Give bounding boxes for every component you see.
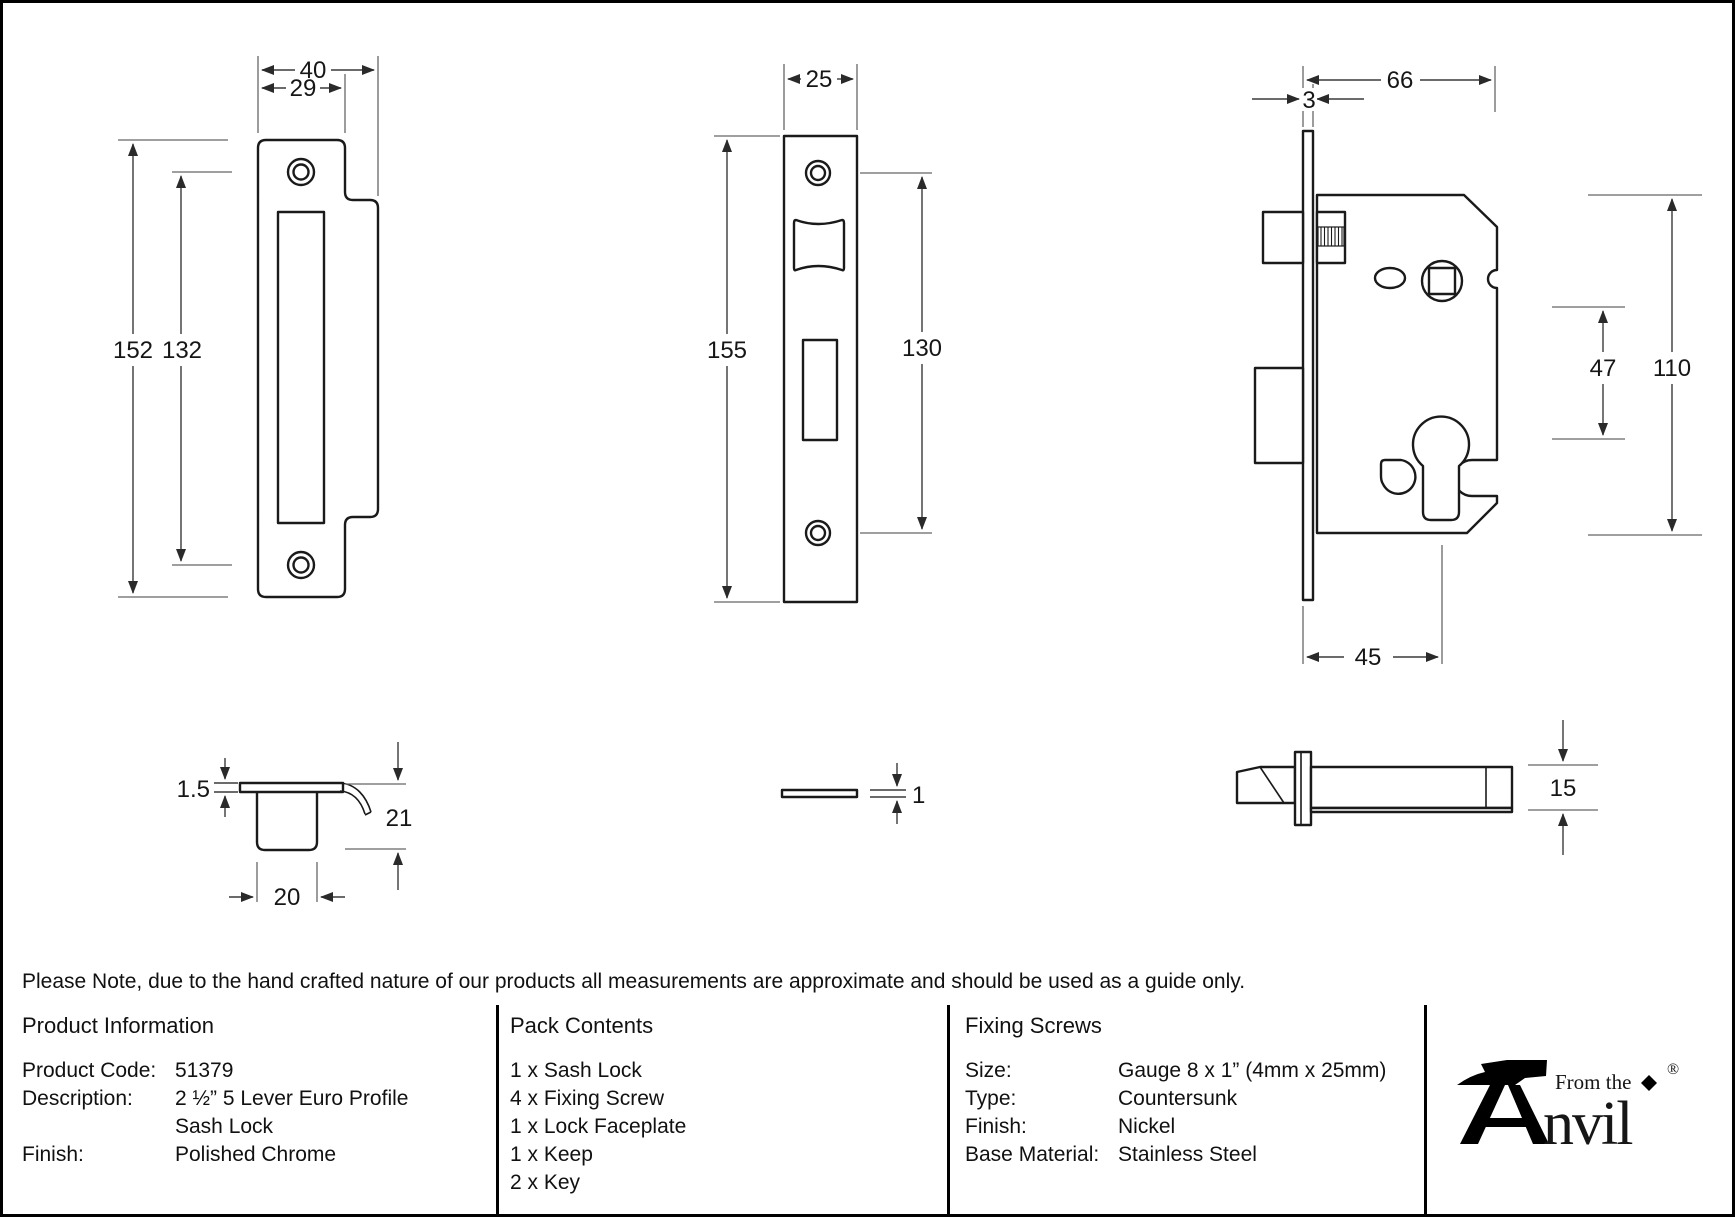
dim-keep-plate-thickness: 1.5 <box>177 776 210 803</box>
finish-label: Finish: <box>22 1143 84 1166</box>
description-label-blank <box>22 1115 156 1143</box>
case-lid-edge <box>1309 806 1514 814</box>
screw-finish-label: Finish: <box>965 1115 1027 1138</box>
dim-keep-height-centres: 132 <box>162 337 202 364</box>
type-label: Type: <box>965 1087 1017 1110</box>
anvil-icon <box>1457 1060 1547 1085</box>
faceplate-screw-hole-top <box>804 159 832 187</box>
dim-case-depth: 66 <box>1387 67 1414 94</box>
dim-keep-width-plate: 29 <box>290 75 317 102</box>
fixing-hole-oval <box>1373 266 1407 290</box>
dim-faceplate-hole-centres: 130 <box>902 335 942 362</box>
table-divider-2 <box>947 1005 950 1214</box>
keep-screw-hole-bottom <box>286 550 316 580</box>
logo-diamond-icon <box>1641 1075 1657 1091</box>
logo-a-crossbar <box>1482 1118 1531 1127</box>
dim-spindle-to-cylinder: 47 <box>1590 355 1617 382</box>
dim-keep-box-width: 20 <box>274 884 301 911</box>
fixing-screws-header: Fixing Screws <box>965 1013 1102 1038</box>
fixing-screws-values: Gauge 8 x 1” (4mm x 25mm) Countersunk Ni… <box>1118 1059 1386 1171</box>
dim-case-height: 110 <box>1653 355 1691 382</box>
table-divider-3 <box>1424 1005 1427 1214</box>
faceplate-side-drawing: 1 <box>780 763 925 824</box>
pack-item: 1 x Keep <box>510 1143 593 1166</box>
logo-name-text: nvil <box>1543 1090 1632 1158</box>
keep-box <box>255 790 319 852</box>
keep-slot <box>276 210 326 525</box>
pack-item: 2 x Key <box>510 1171 581 1194</box>
faceplate-screw-hole-bottom <box>804 519 832 547</box>
lever-pivot-cutout <box>1379 458 1417 495</box>
keep-plate-edge <box>238 781 345 794</box>
latch-bolt-top-view <box>1235 765 1297 805</box>
description-label: Description: <box>22 1087 133 1110</box>
euro-cylinder-cutout <box>1411 415 1471 522</box>
logo-a-left-leg <box>1460 1085 1505 1144</box>
product-information-values: 51379 2 ½” 5 Lever Euro Profile Sash Loc… <box>175 1059 408 1171</box>
dim-keep-depth: 21 <box>386 805 413 832</box>
latch-bolt <box>1261 210 1305 265</box>
product-code-label: Product Code: <box>22 1059 157 1082</box>
table-divider-1 <box>496 1005 499 1214</box>
keep-side-drawing: 1.5 21 20 <box>177 742 413 911</box>
pack-contents-header: Pack Contents <box>510 1013 654 1038</box>
faceplate-edge-profile <box>780 788 859 799</box>
table-header-border <box>0 0 1425 3</box>
base-material-label: Base Material: <box>965 1143 1100 1166</box>
latch-spring-hatch <box>1317 226 1345 247</box>
keep-screw-hole-top <box>286 157 316 187</box>
dim-keep-height-overall: 152 <box>113 337 153 364</box>
dim-keep-width-overall: 40 <box>300 57 327 84</box>
technical-drawings: 40 29 152 132 25 <box>113 56 1702 911</box>
pack-contents-list: 1 x Sash Lock 4 x Fixing Screw 1 x Lock … <box>510 1059 686 1199</box>
size-value: Gauge 8 x 1” (4mm x 25mm) <box>1118 1059 1387 1082</box>
dim-case-thickness: 15 <box>1550 775 1577 802</box>
fixing-screws-labels: Size: Type: Finish: Base Material: <box>965 1059 1099 1171</box>
anvil-logo: nvil From the ® <box>1457 1060 1679 1158</box>
product-information-header: Product Information <box>22 1013 214 1038</box>
dim-faceplate-width: 25 <box>806 66 833 93</box>
pack-item: 4 x Fixing Screw <box>510 1087 665 1110</box>
logo-registered-mark: ® <box>1667 1061 1679 1078</box>
pack-item: 1 x Lock Faceplate <box>510 1115 687 1138</box>
lock-top-drawing: 15 <box>1235 720 1598 855</box>
lock-faceplate-edge <box>1301 129 1315 602</box>
deadbolt <box>1253 366 1305 465</box>
size-label: Size: <box>965 1059 1012 1082</box>
logo-tagline: From the <box>1555 1070 1631 1094</box>
faceplate-top-view <box>1293 750 1313 827</box>
dim-faceplate-side-thickness: 1 <box>912 782 925 809</box>
finish-value: Polished Chrome <box>175 1143 337 1166</box>
keep-lip-curve <box>339 782 372 816</box>
screw-finish-value: Nickel <box>1118 1115 1176 1138</box>
base-material-value: Stainless Steel <box>1118 1143 1257 1166</box>
disclaimer-note: Please Note, due to the hand crafted nat… <box>22 970 1246 993</box>
description-value-line1: 2 ½” 5 Lever Euro Profile <box>175 1087 409 1110</box>
dim-backset: 45 <box>1355 644 1382 671</box>
pack-item: 1 x Sash Lock <box>510 1059 642 1082</box>
logo-a-right-leg <box>1508 1085 1549 1144</box>
product-information-labels: Product Code: Description: Finish: <box>22 1059 156 1171</box>
description-value-line2: Sash Lock <box>175 1115 274 1138</box>
spindle-square-hole <box>1427 266 1457 296</box>
dim-faceplate-thickness: 3 <box>1302 87 1315 114</box>
lock-body-side-drawing: 66 3 110 47 45 <box>1252 66 1702 671</box>
type-value: Countersunk <box>1118 1087 1238 1110</box>
faceplate-deadbolt-cutout <box>801 338 839 442</box>
product-code-value: 51379 <box>175 1059 234 1082</box>
case-top-view <box>1309 765 1514 810</box>
faceplate-front-drawing: 25 155 130 <box>707 64 942 604</box>
faceplate-latch-cutout <box>792 218 846 272</box>
keep-front-drawing: 40 29 152 132 <box>113 56 380 599</box>
dim-faceplate-height: 155 <box>707 337 747 364</box>
